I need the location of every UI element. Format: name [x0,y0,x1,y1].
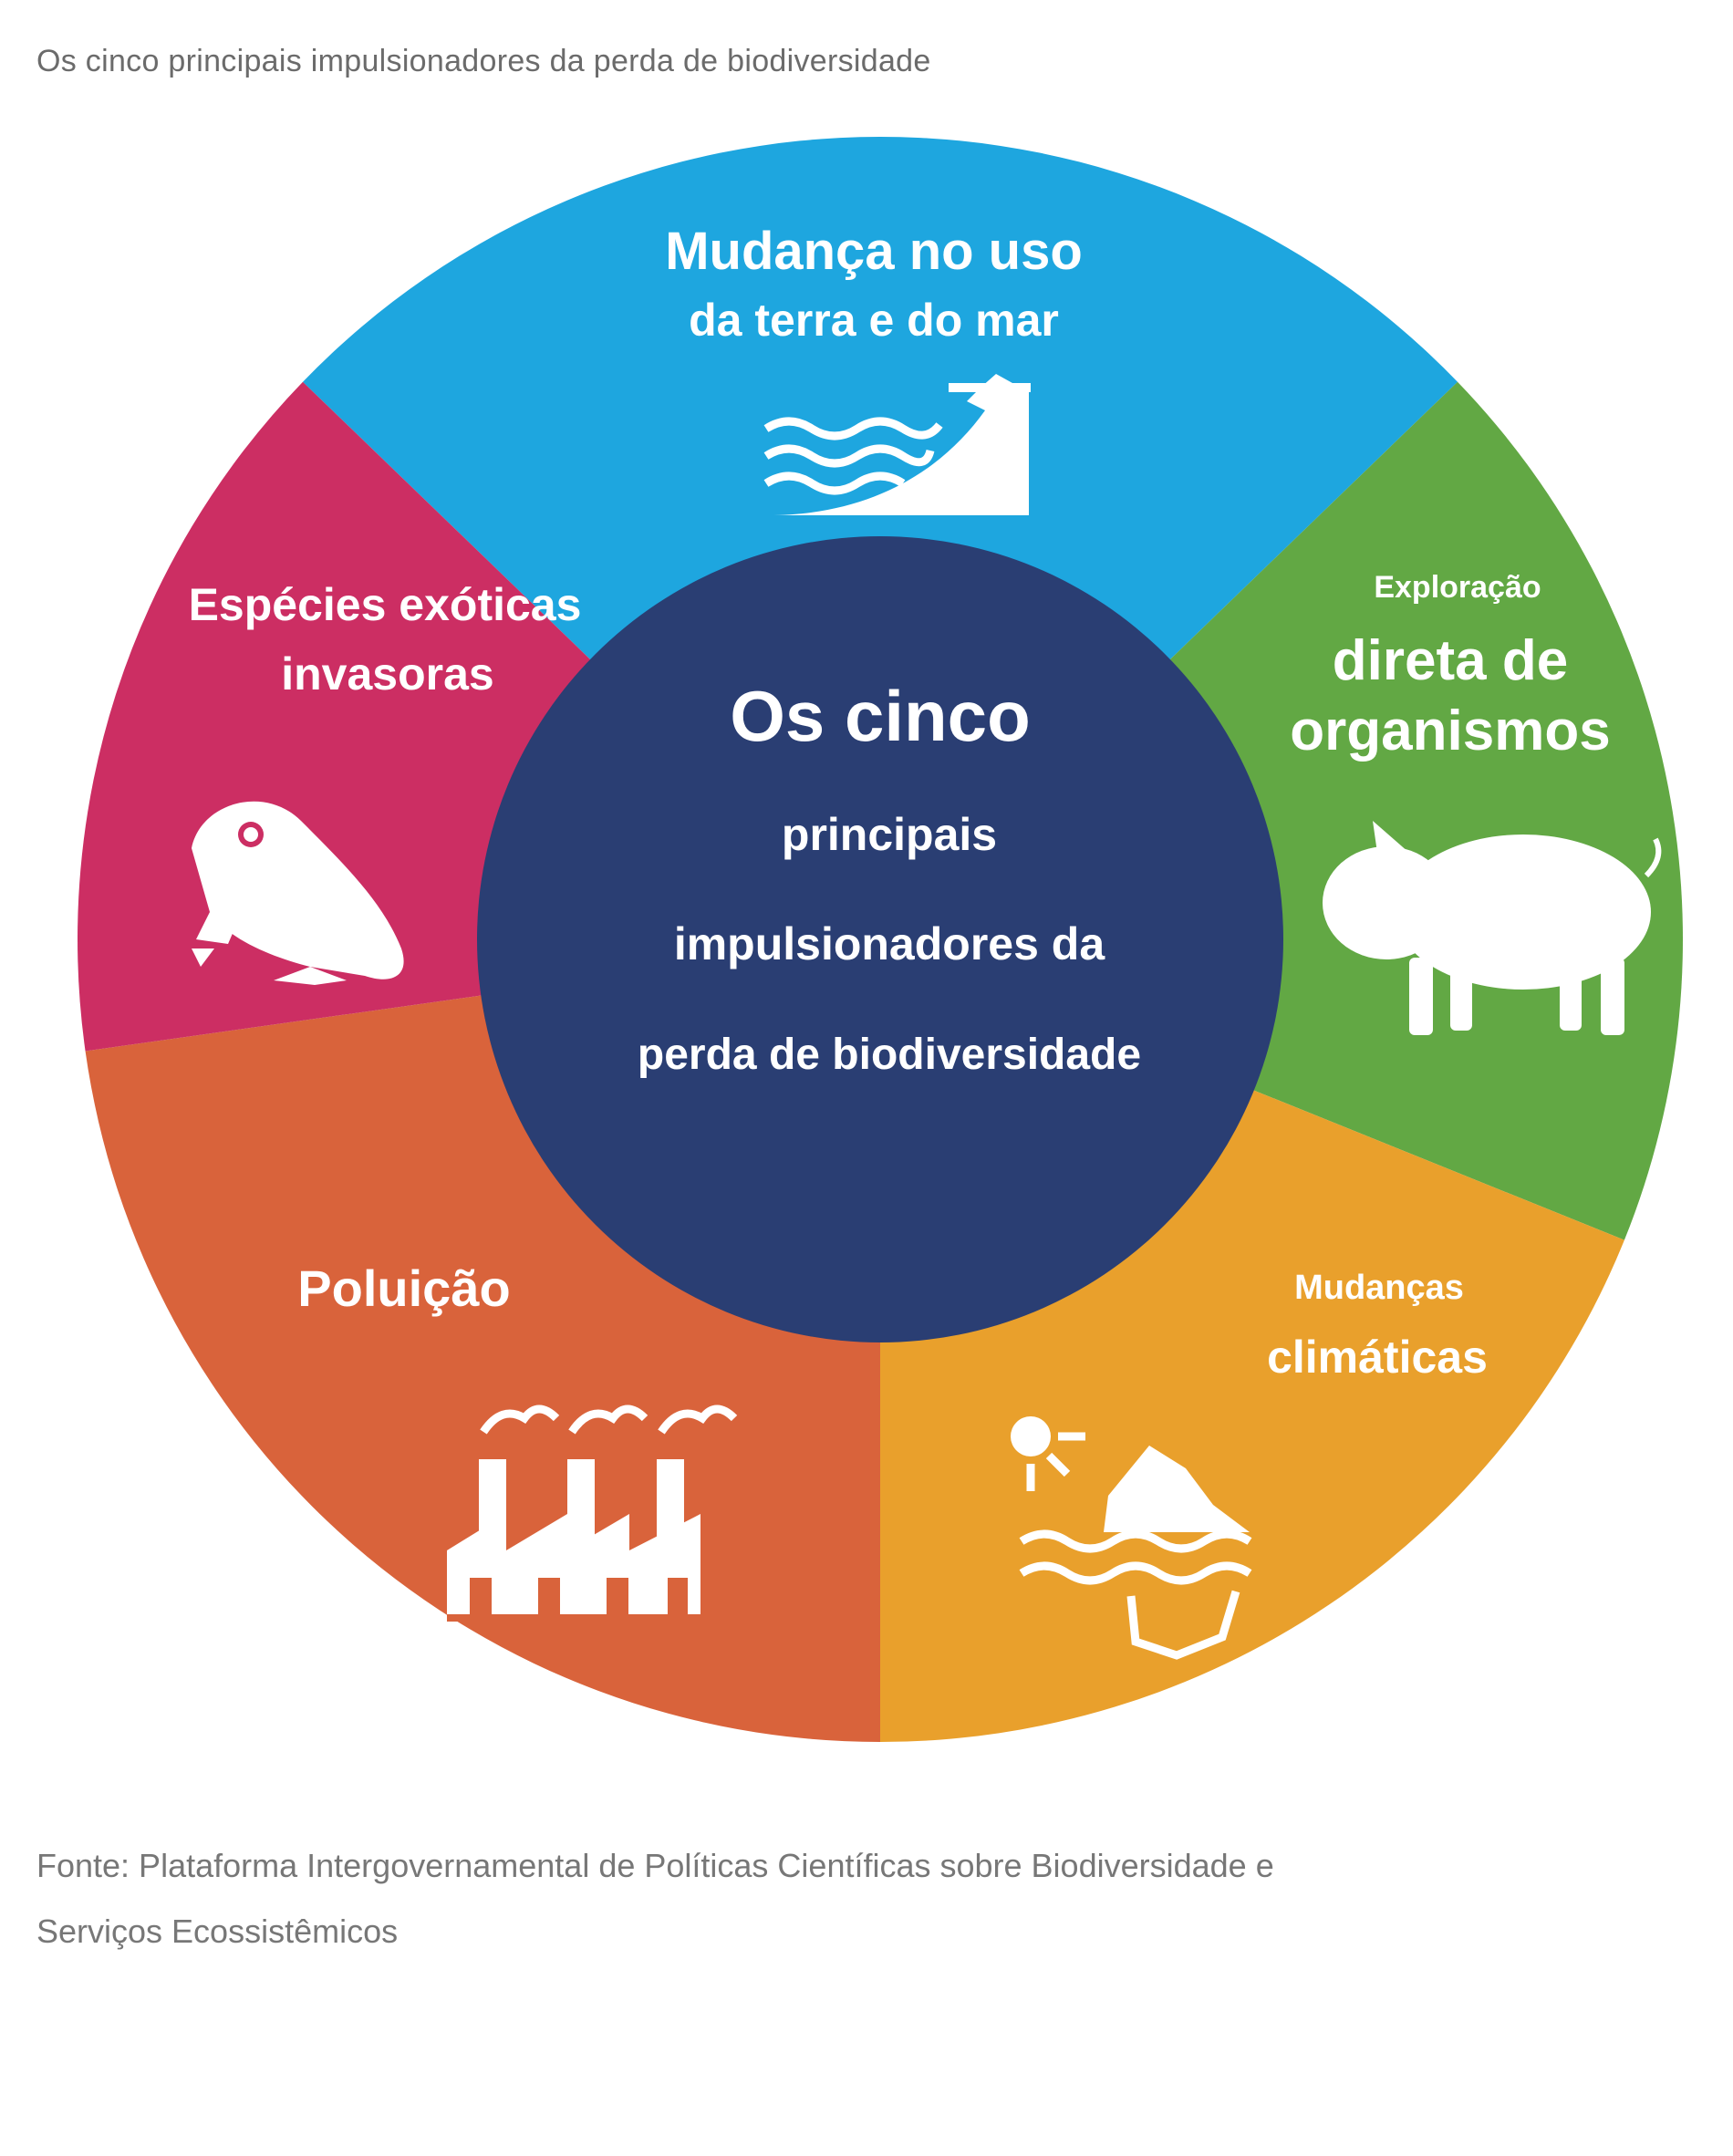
segment-exploitation [880,381,1683,1240]
center-line-4: perda de biodiversidade [638,1031,1141,1079]
label-land-sea-2: da terra e do mar [689,295,1059,346]
label-invasive-2: invasoras [281,648,493,700]
label-pollution: Poluição [297,1259,510,1317]
coast-icon [763,374,1031,515]
source-line-2: Serviços Ecossistêmicos [36,1912,399,1950]
frog-icon [192,801,404,985]
label-land-sea-1: Mudança no uso [665,222,1083,281]
pig-icon [1323,821,1662,1035]
center-title: Os cinco [730,676,1030,756]
figure-caption: Os cinco principais impulsionadores da p… [36,44,931,78]
label-climate-2: climáticas [1267,1332,1488,1383]
label-exploitation-3: organismos [1290,700,1610,762]
biodiversity-wheel-diagram: Os cinco principais impulsionadores da p… [78,136,1683,1742]
label-exploitation-2: direta de [1333,629,1568,692]
label-invasive-1: Espécies exóticas [189,579,582,630]
source-note: Fonte: Plataforma Intergovernamental de … [36,1833,1642,1964]
factory-icon [447,1405,738,1622]
label-climate-1: Mudanças [1294,1269,1464,1307]
center-circle [477,536,1283,1342]
source-line-1: Fonte: Plataforma Intergovernamental de … [36,1847,1274,1884]
center-line-3: impulsionadores da [674,918,1106,969]
label-exploitation-1: Exploração [1374,570,1541,605]
center-line-2: principais [782,809,997,860]
melting-iceberg-icon [1011,1416,1252,1660]
